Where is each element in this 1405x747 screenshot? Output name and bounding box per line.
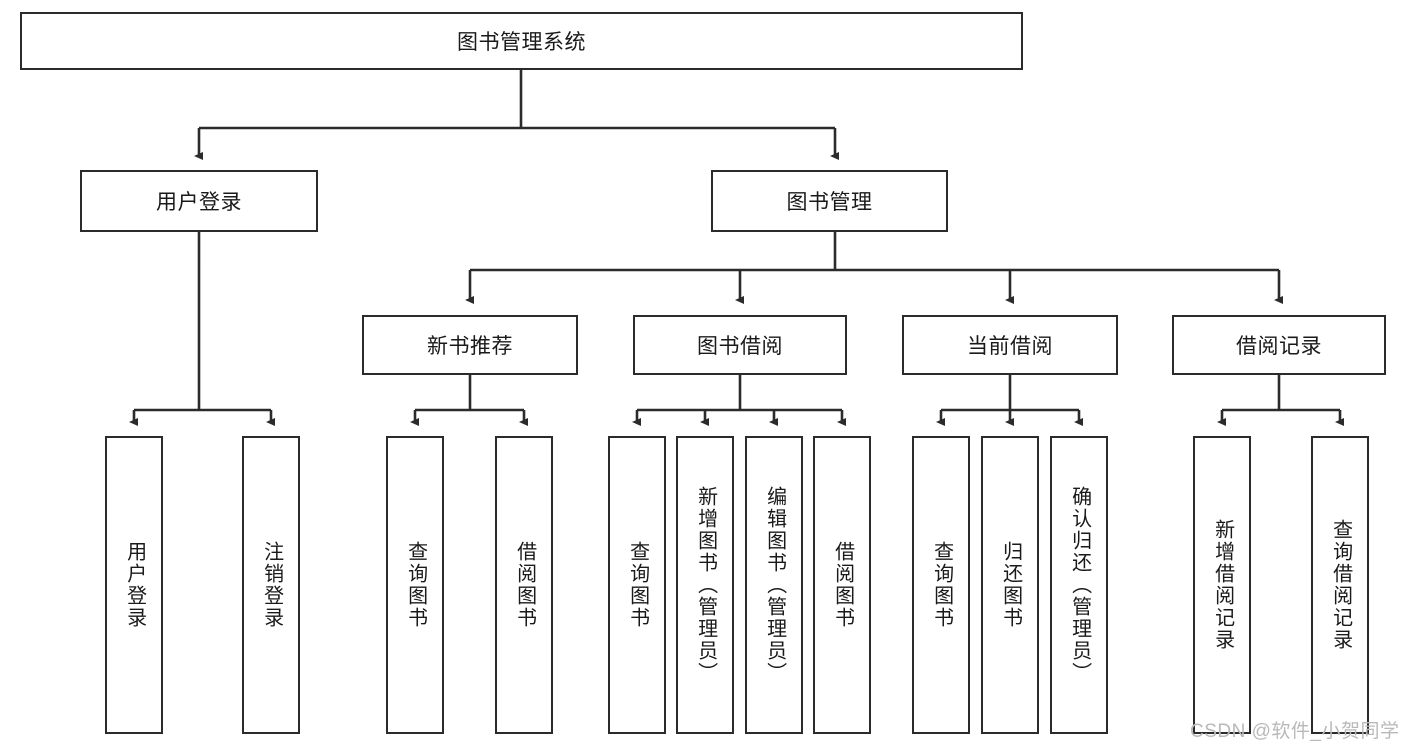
node-leaf-logout[interactable]: 注销登录 [242, 436, 300, 734]
node-leaf-borrow-book-1-label: 借阅图书 [513, 541, 536, 629]
node-book-management-label: 图书管理 [786, 191, 873, 214]
node-leaf-query-record-label: 查询借阅记录 [1329, 519, 1352, 651]
node-book-borrow-label: 图书借阅 [697, 335, 783, 358]
node-root-label: 图书管理系统 [457, 31, 586, 54]
node-leaf-add-book[interactable]: 新增图书（管理员） [676, 436, 734, 734]
node-leaf-user-login[interactable]: 用户登录 [105, 436, 163, 734]
node-leaf-return-book-label: 归还图书 [999, 541, 1022, 629]
node-leaf-return-book[interactable]: 归还图书 [981, 436, 1039, 734]
node-borrow-record-label: 借阅记录 [1236, 335, 1322, 358]
node-leaf-query-book-3-label: 查询图书 [930, 541, 953, 629]
node-book-borrow[interactable]: 图书借阅 [633, 315, 847, 375]
node-current-borrow[interactable]: 当前借阅 [902, 315, 1118, 375]
node-leaf-borrow-book-2-label: 借阅图书 [831, 541, 854, 629]
node-new-book-recommend[interactable]: 新书推荐 [362, 315, 578, 375]
node-leaf-query-record[interactable]: 查询借阅记录 [1311, 436, 1369, 734]
node-book-management[interactable]: 图书管理 [711, 170, 948, 232]
node-leaf-query-book-1-label: 查询图书 [404, 541, 427, 629]
node-leaf-query-book-2[interactable]: 查询图书 [608, 436, 666, 734]
node-leaf-query-book-2-label: 查询图书 [626, 541, 649, 629]
node-leaf-edit-book-label: 编辑图书（管理员） [763, 486, 786, 684]
node-current-borrow-label: 当前借阅 [967, 335, 1053, 358]
node-leaf-edit-book[interactable]: 编辑图书（管理员） [745, 436, 803, 734]
node-leaf-borrow-book-1[interactable]: 借阅图书 [495, 436, 553, 734]
node-leaf-query-book-1[interactable]: 查询图书 [386, 436, 444, 734]
node-user-login[interactable]: 用户登录 [80, 170, 318, 232]
node-leaf-logout-label: 注销登录 [260, 541, 283, 629]
node-user-login-label: 用户登录 [156, 191, 242, 214]
node-leaf-confirm-return[interactable]: 确认归还（管理员） [1050, 436, 1108, 734]
node-leaf-add-book-label: 新增图书（管理员） [694, 486, 717, 684]
node-leaf-user-login-label: 用户登录 [123, 541, 146, 629]
watermark-text: CSDN @软件_小贺同学 [1190, 721, 1400, 742]
node-new-book-recommend-label: 新书推荐 [427, 335, 513, 358]
node-leaf-add-record-label: 新增借阅记录 [1211, 519, 1234, 651]
node-leaf-add-record[interactable]: 新增借阅记录 [1193, 436, 1251, 734]
node-leaf-confirm-return-label: 确认归还（管理员） [1068, 486, 1091, 684]
node-root[interactable]: 图书管理系统 [20, 12, 1023, 70]
node-leaf-query-book-3[interactable]: 查询图书 [912, 436, 970, 734]
node-leaf-borrow-book-2[interactable]: 借阅图书 [813, 436, 871, 734]
node-borrow-record[interactable]: 借阅记录 [1172, 315, 1386, 375]
